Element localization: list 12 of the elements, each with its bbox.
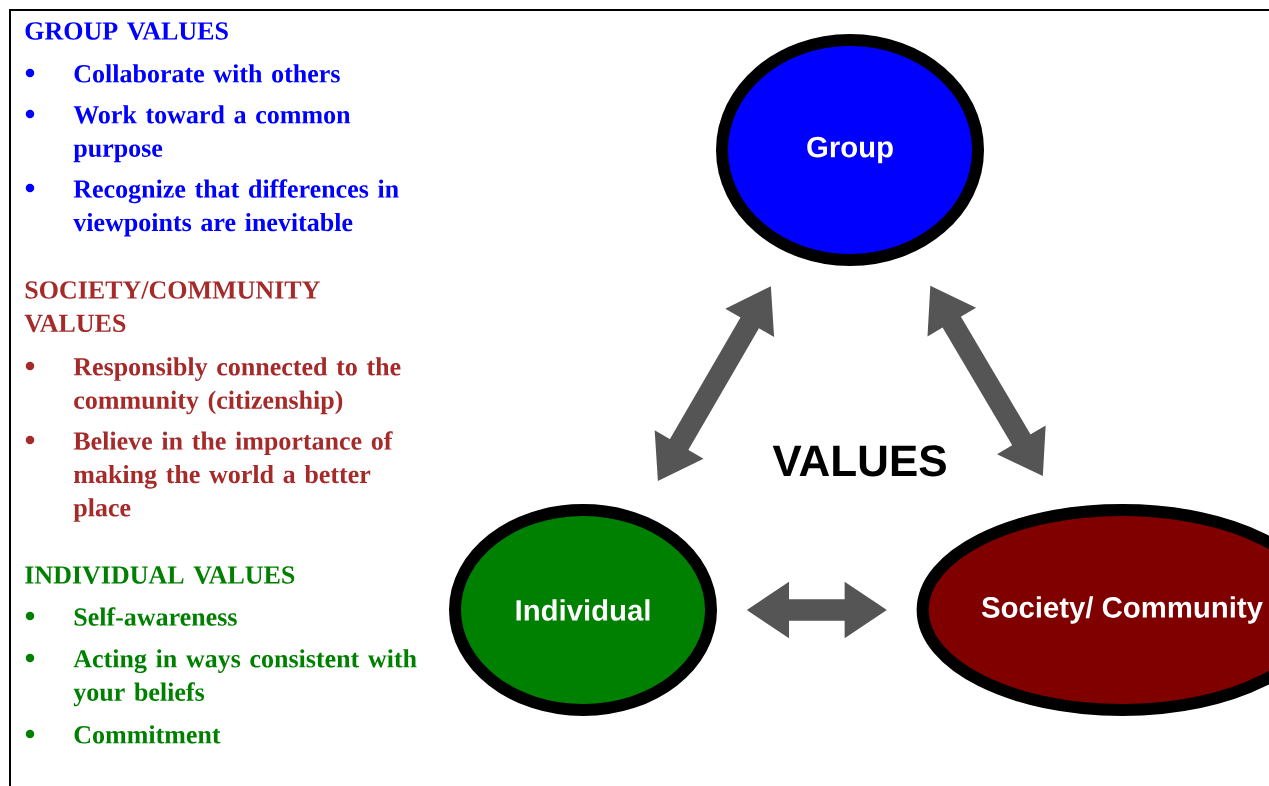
list-item: Recognize that differences in viewpoints are inevitable [73, 179, 399, 237]
list-item: Responsibly connected to the community (citizenship) [73, 357, 401, 415]
section-heading: INDIVIDUAL VALUES [25, 566, 295, 584]
section-heading: GROUP VALUES [25, 22, 228, 40]
section-heading: SOCIETY/COMMUNITY VALUES [24, 281, 320, 333]
list-item: Believe in the importance of making the world a better place [73, 431, 393, 522]
list-item: Self-awareness [74, 607, 237, 626]
list-item: Work toward a common purpose [73, 105, 351, 163]
list-item: Commitment [74, 725, 221, 744]
list-item: Acting in ways consistent with your beliefs [73, 649, 417, 707]
center-title: VALUES [772, 445, 946, 477]
list-item: Collaborate with others [74, 64, 340, 83]
